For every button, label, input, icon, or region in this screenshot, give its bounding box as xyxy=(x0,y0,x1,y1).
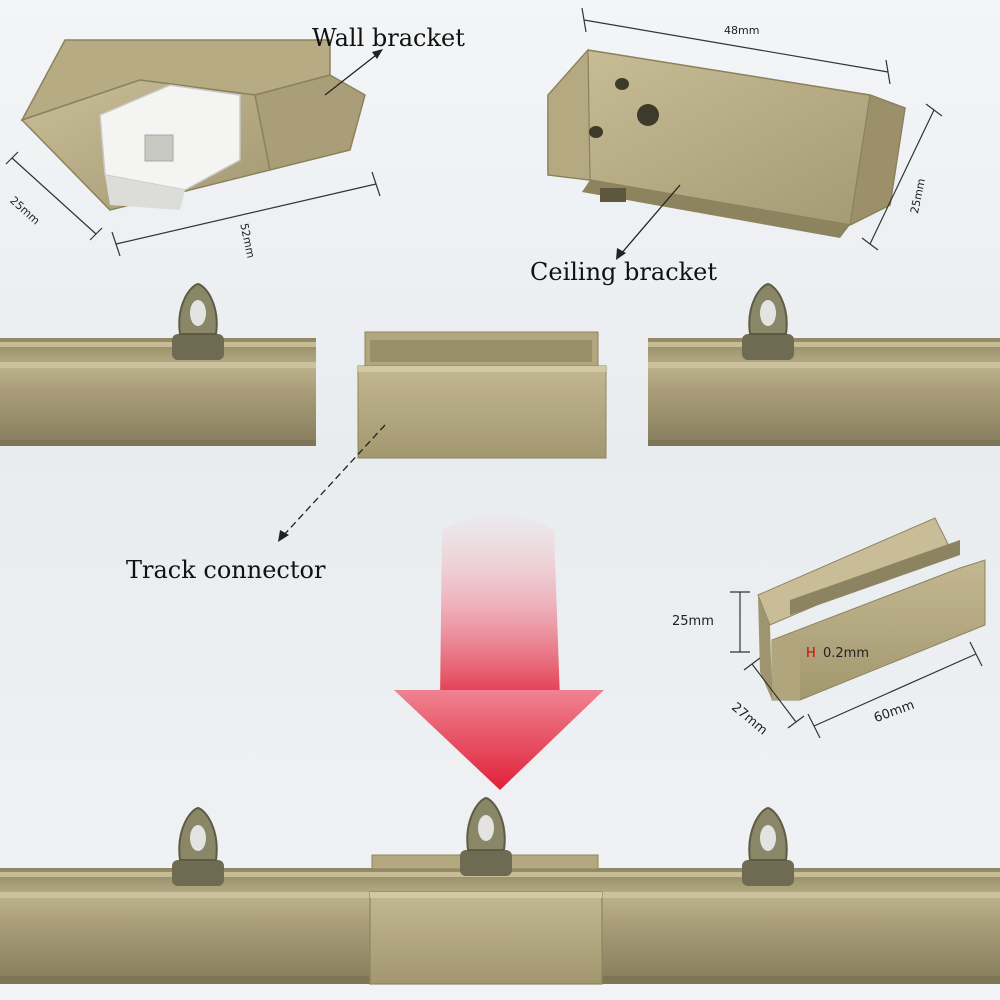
connector-thickness-marker: H xyxy=(806,646,816,661)
ceiling-bracket-leader xyxy=(619,184,681,256)
arrow-shaft xyxy=(440,515,560,700)
track-connector-label: Track connector xyxy=(126,556,326,584)
connector-thickness-text: 0.2mm xyxy=(823,646,870,661)
track-connector-leader-arrow-icon xyxy=(278,530,289,542)
track-right xyxy=(648,338,1000,446)
wall-bracket-length-dimension xyxy=(111,171,381,257)
track-connector-part xyxy=(357,331,607,459)
runner-eyelet-right-icon xyxy=(742,282,794,360)
connector-detail xyxy=(757,517,986,701)
wall-bracket-leader xyxy=(324,51,381,96)
runner-eyelet-bottom-right-icon xyxy=(742,806,794,886)
ceiling-bracket-leader-arrow-icon xyxy=(616,248,626,260)
runner-eyelet-bottom-left-icon xyxy=(172,806,224,886)
arrow-down-icon xyxy=(394,690,604,790)
wall-bracket-depth-dimension xyxy=(5,151,103,241)
connector-length-dimension xyxy=(807,641,983,739)
wall-bracket xyxy=(20,39,366,211)
connector-depth-dimension xyxy=(743,657,805,729)
ceiling-bracket-label: Ceiling bracket xyxy=(530,258,718,286)
runner-eyelet-left-icon xyxy=(172,282,224,360)
track-connector-leader xyxy=(282,424,386,537)
connector-height-text: 25mm xyxy=(672,614,714,629)
connector-height-dimension xyxy=(730,591,750,653)
runner-eyelet-bottom-center-icon xyxy=(460,796,512,876)
track-joined xyxy=(0,854,1000,985)
ceiling-bracket-width-dimension xyxy=(861,103,943,251)
wall-bracket-label: Wall bracket xyxy=(312,24,465,52)
wall-bracket-leader-arrow-icon xyxy=(372,49,383,59)
track-left xyxy=(0,338,316,446)
ceiling-bracket-length-dimension xyxy=(581,7,891,85)
ceiling-bracket xyxy=(547,48,906,238)
ceiling-bracket-length-text: 48mm xyxy=(724,24,760,37)
